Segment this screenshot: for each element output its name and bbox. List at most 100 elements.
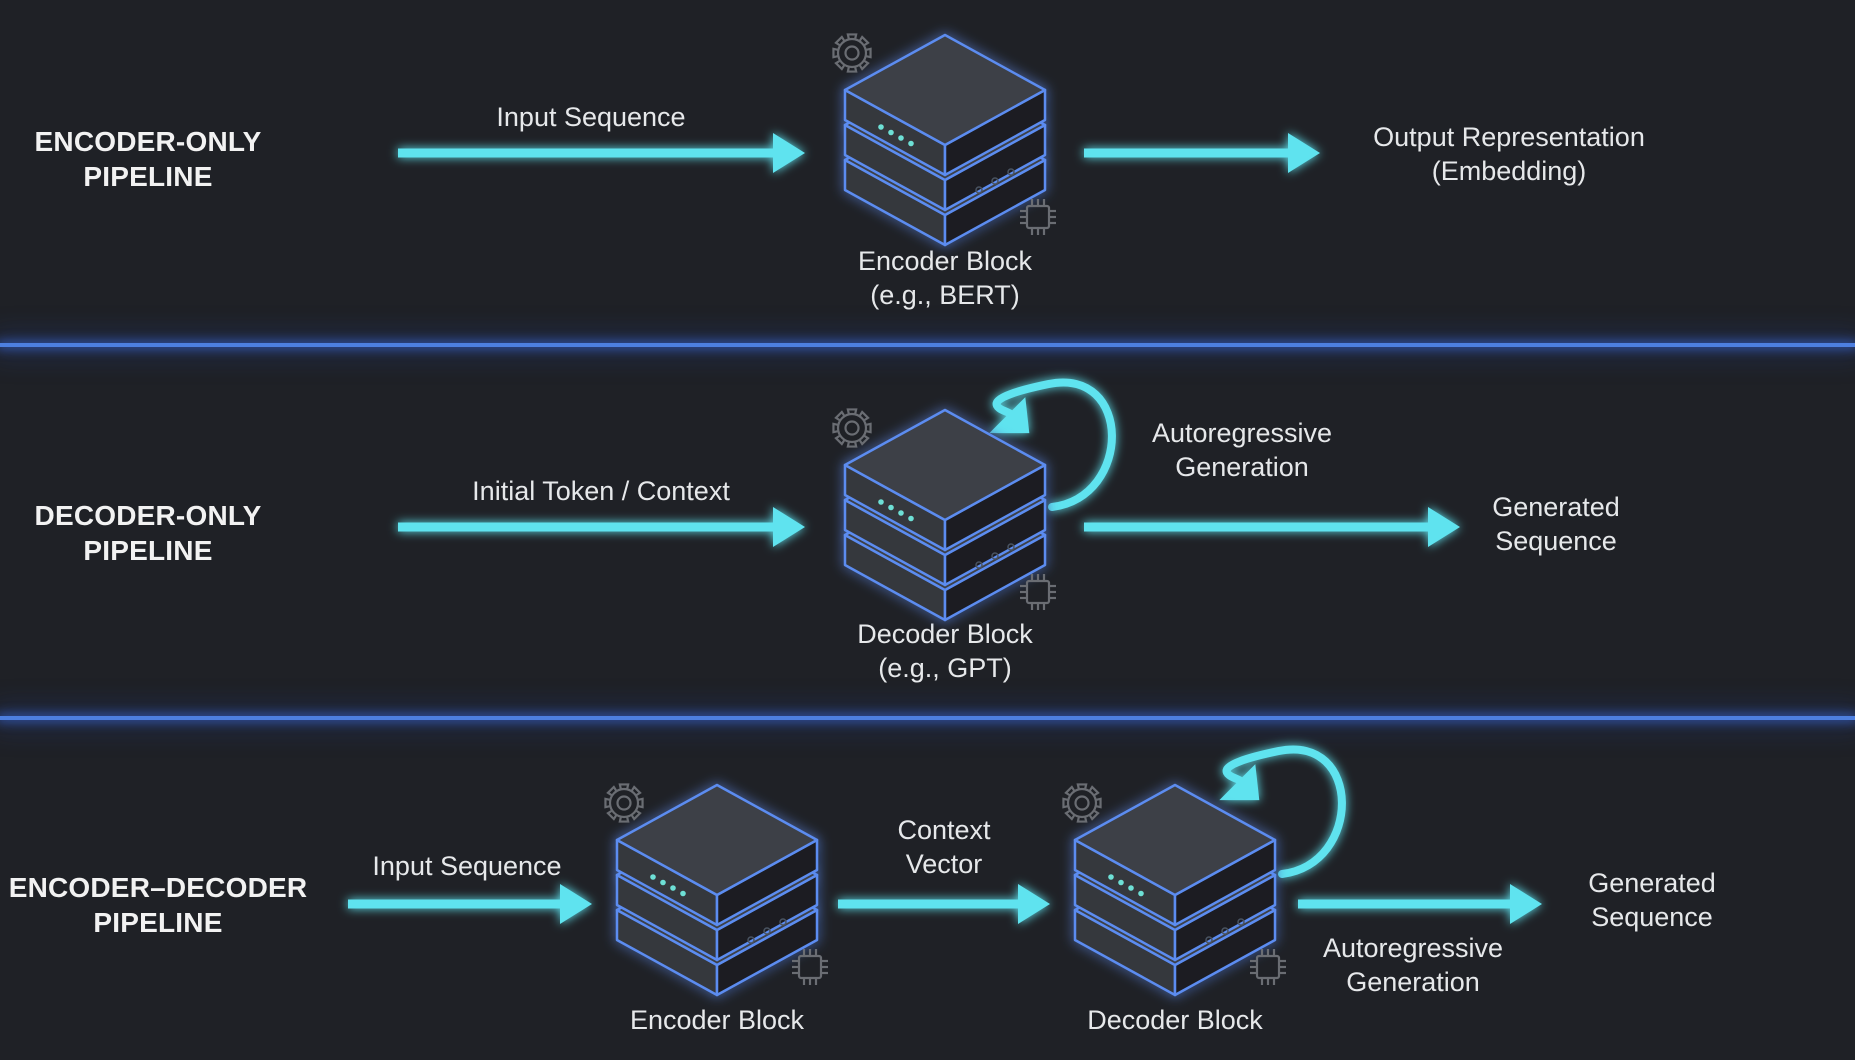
autoregressive-label: Autoregressive Generation	[1152, 417, 1332, 485]
chip-icon	[1020, 574, 1056, 610]
loop-line: Autoregressive	[1322, 933, 1504, 963]
slab-top-face	[615, 783, 819, 897]
gear-icon	[1062, 783, 1102, 823]
lane-label-line: DECODER-ONLY	[34, 500, 262, 531]
chip-icon	[792, 949, 828, 985]
loop-line: Autoregressive	[1151, 418, 1333, 448]
output-line: Output Representation	[1373, 122, 1645, 152]
server-stack-icon	[832, 408, 1056, 622]
decoder-block-label: Decoder Block	[1087, 1005, 1263, 1035]
port	[975, 186, 983, 194]
block-example: (e.g., GPT)	[878, 652, 1012, 683]
status-led	[878, 499, 884, 505]
arrow-head	[1510, 884, 1542, 924]
output-representation-label: Output Representation (Embedding)	[1373, 121, 1645, 189]
lane-label-line: ENCODER-ONLY	[34, 126, 262, 157]
status-led	[908, 140, 914, 147]
gear-icon	[832, 408, 872, 448]
arrow-head	[1428, 507, 1460, 547]
lane-label-line: PIPELINE	[93, 907, 223, 938]
output-line: Sequence	[1591, 901, 1713, 932]
output-line: Sequence	[1495, 525, 1617, 556]
loop-arrow-head	[1219, 764, 1260, 801]
port	[975, 561, 983, 569]
slab-top-face	[1073, 783, 1277, 897]
context-line: Vector	[905, 848, 983, 879]
loop-arrow-icon	[1219, 745, 1346, 878]
generated-sequence-label: Generated Sequence	[1588, 867, 1716, 935]
output-line: Generated	[1588, 868, 1716, 898]
port	[991, 552, 999, 560]
block-name: Decoder Block	[857, 619, 1033, 649]
arrow-right-icon	[398, 507, 805, 547]
loop-line: Generation	[1346, 966, 1480, 997]
server-stack-icon	[1062, 783, 1286, 997]
initial-token-label: Initial Token / Context	[472, 476, 730, 506]
port	[991, 177, 999, 185]
loop-line: Generation	[1175, 451, 1309, 482]
status-led	[1118, 879, 1124, 886]
status-led	[670, 885, 676, 891]
arrow-right-icon	[1298, 884, 1542, 924]
loop-arrow-head	[989, 397, 1030, 434]
arrow-right-icon	[1084, 507, 1460, 547]
loop-arrow-icon	[989, 378, 1116, 511]
status-led	[888, 129, 894, 136]
lane-label-encoder-decoder: ENCODER–DECODER PIPELINE	[9, 870, 308, 940]
port	[763, 927, 771, 935]
arrow-head	[560, 884, 592, 924]
port	[1237, 918, 1245, 926]
loop-arc	[992, 378, 1116, 511]
status-led	[898, 510, 904, 516]
generated-sequence-label: Generated Sequence	[1492, 491, 1620, 559]
status-led	[1138, 890, 1144, 897]
arrow-head	[773, 507, 805, 547]
output-line: (Embedding)	[1431, 155, 1587, 186]
port	[1007, 168, 1015, 176]
status-led	[680, 890, 686, 897]
status-led	[650, 874, 656, 880]
slab-top-face	[843, 33, 1047, 147]
gear-icon	[832, 33, 872, 73]
block-example: (e.g., BERT)	[870, 279, 1020, 310]
slab-top-face	[843, 408, 1047, 522]
gear-icon	[604, 783, 644, 823]
port	[779, 918, 787, 926]
arrow-head	[773, 133, 805, 173]
lane-divider	[0, 343, 1855, 347]
arrow-head	[1288, 133, 1320, 173]
arrow-right-icon	[838, 884, 1050, 924]
lane-label-line: PIPELINE	[83, 535, 213, 566]
encoder-block-label: Encoder Block	[629, 1005, 805, 1035]
port	[1221, 927, 1229, 935]
loop-arc	[1222, 745, 1346, 878]
output-line: Generated	[1492, 492, 1620, 522]
status-led	[908, 515, 914, 522]
status-led	[888, 504, 894, 511]
port	[747, 936, 755, 944]
context-line: Context	[897, 815, 991, 845]
input-sequence-label: Input Sequence	[496, 102, 686, 132]
autoregressive-label: Autoregressive Generation	[1323, 932, 1503, 1000]
lane-divider	[0, 716, 1855, 720]
status-led	[878, 124, 884, 130]
status-led	[898, 135, 904, 141]
encoder-block-label: Encoder Block (e.g., BERT)	[858, 245, 1032, 313]
status-led	[1108, 874, 1114, 880]
arrow-right-icon	[398, 133, 805, 173]
decoder-block-label: Decoder Block (e.g., GPT)	[857, 618, 1033, 686]
chip-icon	[1020, 199, 1056, 235]
lane-label-line: PIPELINE	[83, 161, 213, 192]
port	[1205, 936, 1213, 944]
arrow-right-icon	[1084, 133, 1320, 173]
lane-label-line: ENCODER–DECODER	[8, 872, 308, 903]
status-led	[660, 879, 666, 886]
block-name: Encoder Block	[857, 246, 1033, 276]
arrow-right-icon	[348, 884, 592, 924]
chip-icon	[1250, 949, 1286, 985]
lane-label-encoder-only: ENCODER-ONLY PIPELINE	[35, 124, 262, 194]
server-stack-icon	[832, 33, 1056, 247]
arrow-head	[1018, 884, 1050, 924]
input-sequence-label: Input Sequence	[372, 851, 562, 881]
